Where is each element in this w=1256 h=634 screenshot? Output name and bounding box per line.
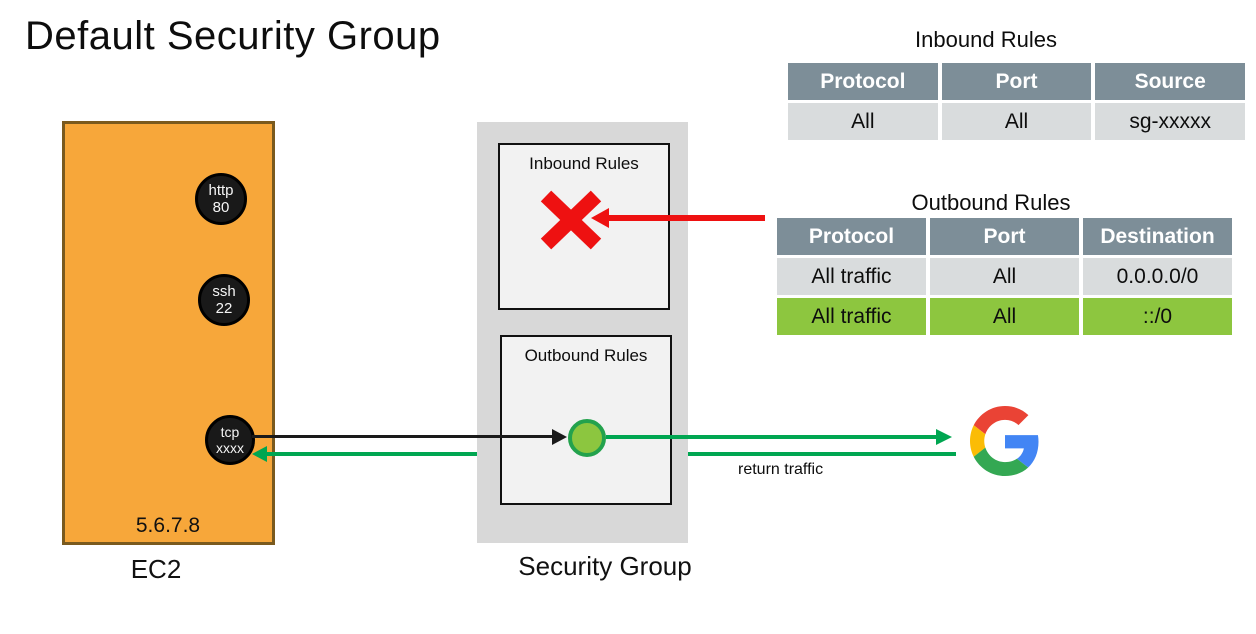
return-traffic-label: return traffic	[738, 461, 824, 478]
port-ssh-22-badge: ssh 22	[198, 274, 250, 326]
table-cell: All traffic	[777, 298, 926, 335]
allowed-outbound-arrowhead-icon	[936, 429, 952, 445]
red-x-icon	[540, 190, 602, 250]
port-number: 22	[215, 300, 233, 317]
security-group-box: Inbound Rules Outbound Rules	[477, 122, 688, 543]
port-number: 80	[212, 199, 230, 216]
inbound-rules-box-label: Inbound Rules	[529, 154, 639, 173]
outbound-request-line	[252, 435, 553, 438]
port-name: ssh	[212, 283, 236, 300]
table-cell: All	[941, 103, 1092, 140]
port-tcp-xxxx-badge: tcp xxxx	[205, 415, 255, 465]
outbound-request-arrowhead-icon	[552, 429, 567, 445]
ec2-ip-address: 5.6.7.8	[135, 514, 201, 537]
return-traffic-arrowhead-icon	[252, 446, 267, 462]
column-header: Source	[1095, 63, 1246, 100]
inbound-table-title: Inbound Rules	[915, 27, 1057, 52]
table-cell: 0.0.0.0/0	[1083, 258, 1232, 295]
port-name: tcp	[220, 424, 240, 440]
inbound-rules-box: Inbound Rules	[498, 143, 670, 310]
outbound-rules-box: Outbound Rules	[500, 335, 672, 505]
green-circle-icon	[568, 419, 606, 457]
port-number: xxxx	[216, 440, 244, 456]
allowed-outbound-line	[606, 435, 936, 439]
column-header: Port	[930, 218, 1079, 255]
port-name: http	[208, 182, 234, 199]
security-group-label: Security Group	[518, 551, 692, 581]
page-title: Default Security Group	[25, 14, 441, 58]
table-cell: All	[930, 258, 1079, 295]
column-header: Destination	[1083, 218, 1232, 255]
column-header: Protocol	[788, 63, 938, 100]
port-http-80-badge: http 80	[195, 173, 247, 225]
blocked-inbound-line	[609, 215, 765, 221]
table-cell: All	[788, 103, 938, 140]
table-cell: All	[930, 298, 1079, 335]
outbound-table-title: Outbound Rules	[911, 190, 1071, 215]
table-cell: ::/0	[1083, 298, 1232, 335]
blocked-inbound-arrowhead-icon	[591, 208, 609, 228]
table-cell: sg-xxxxx	[1095, 103, 1246, 140]
ec2-instance-box: http 80 ssh 22 tcp xxxx 5.6.7.8	[62, 121, 275, 545]
outbound-rules-box-label: Outbound Rules	[524, 346, 648, 365]
google-logo-icon	[970, 406, 1039, 476]
ec2-label: EC2	[130, 554, 182, 584]
column-header: Port	[941, 63, 1092, 100]
column-header: Protocol	[777, 218, 926, 255]
table-cell: All traffic	[777, 258, 926, 295]
